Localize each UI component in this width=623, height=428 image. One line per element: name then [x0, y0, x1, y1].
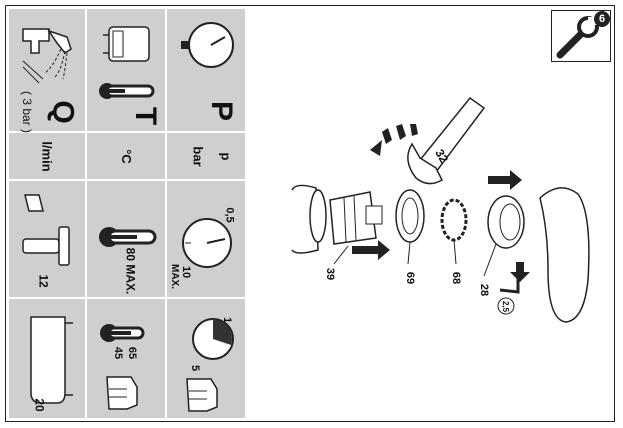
row-t-symbol-cell: T: [87, 9, 165, 131]
page-frame: [5, 5, 615, 422]
pressure-gauge-icon: [192, 318, 234, 360]
ring-68: [440, 198, 468, 242]
table-divider: [9, 179, 245, 181]
row-p-value-cell: 0,5 10 MAX.: [167, 181, 245, 297]
row-q-value-12-cell: 12: [9, 181, 85, 297]
step-badge: 6: [551, 10, 611, 62]
row-p-range-cell: 1 5: [167, 299, 245, 418]
row-t-value-cell: 80 MAX.: [87, 181, 165, 297]
row-q-value-20-cell: 20: [9, 299, 85, 418]
rotate-arrow-icon: [370, 140, 382, 156]
row-t-range-cell: 65 45: [87, 299, 165, 418]
thermometer-icon: [99, 227, 157, 247]
shower-hand-icon: [22, 28, 72, 84]
arrow-right-icon: [488, 170, 522, 190]
row-q-symbol-cell: Q ( 3 bar ): [9, 9, 85, 133]
allen-key-size-label: 2,5: [501, 300, 511, 312]
part-label-39: 39: [324, 267, 336, 281]
part-label-69: 69: [404, 271, 416, 285]
table-divider: [9, 131, 245, 133]
part-label-28: 28: [478, 283, 490, 297]
wrench-size-label: 32: [432, 146, 452, 166]
step-number: 6: [598, 13, 606, 25]
pressure-gauge-icon: [181, 22, 234, 68]
allen-key: [499, 278, 520, 294]
pressure-gauge-icon: [182, 218, 232, 268]
part-label-68: 68: [450, 271, 462, 285]
cartridge-39: [329, 191, 377, 245]
table-divider: [165, 9, 167, 418]
lever-handle: [539, 187, 590, 323]
thermometer-icon: [100, 324, 145, 342]
row-p-symbol-cell: P: [167, 9, 245, 131]
allen-key-size-circle: [497, 297, 515, 315]
thumbs-up-icon: [186, 378, 218, 412]
heater-icon: [103, 26, 150, 62]
hand-shower-icon: [22, 194, 70, 266]
thumbs-up-icon: [106, 376, 138, 410]
table-divider: [9, 297, 245, 299]
table-divider: [85, 9, 87, 418]
arrow-right-icon: [352, 240, 390, 260]
arrow-down-icon: [510, 262, 530, 282]
wrench-icon: [556, 11, 610, 59]
bathtub-icon: [30, 316, 73, 404]
spec-table: Q ( 3 bar ) l/min 12 20: [9, 9, 245, 418]
thermometer-icon: [99, 83, 155, 99]
